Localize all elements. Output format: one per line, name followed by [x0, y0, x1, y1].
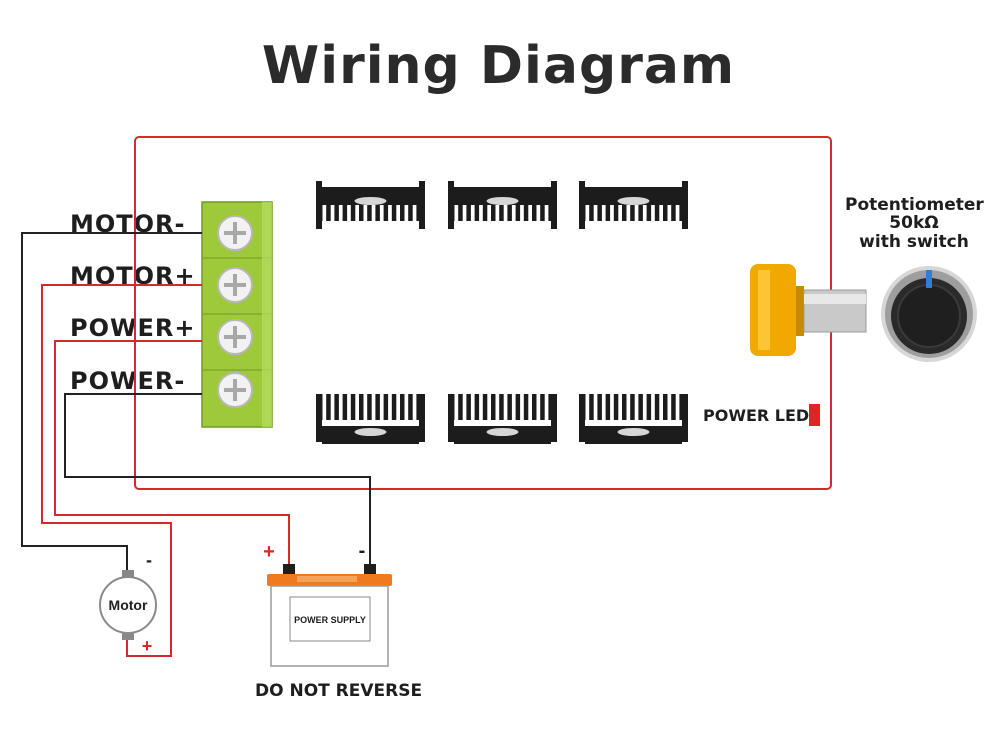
label-power-minus: POWER- — [70, 367, 186, 395]
motor-plus-sign: + — [142, 636, 153, 656]
battery-symbol — [267, 564, 392, 667]
heatsink-top-1 — [316, 181, 425, 229]
power-led-label: POWER LED — [703, 406, 810, 425]
label-power-plus: POWER+ — [70, 314, 196, 342]
do-not-reverse-note: DO NOT REVERSE — [255, 681, 423, 701]
screw-terminal-3 — [217, 319, 253, 355]
heatsink-bottom-3 — [579, 394, 688, 444]
pot-label-line3: with switch — [859, 232, 969, 252]
heatsink-group — [316, 181, 688, 444]
heatsink-top-2 — [448, 181, 557, 229]
heatsink-bottom-1 — [316, 394, 425, 444]
pot-label-line2: 50kΩ — [889, 213, 939, 233]
heatsink-bottom-2 — [448, 394, 557, 444]
battery-plus-sign: + — [263, 541, 275, 563]
heatsink-top-3 — [579, 181, 688, 229]
potentiometer-shaft — [803, 289, 867, 333]
pot-label-line1: Potentiometer — [845, 195, 984, 215]
power-led — [809, 404, 820, 426]
motor-label: Motor — [109, 597, 148, 613]
wire-power-plus — [54, 340, 290, 568]
motor-minus-sign: - — [146, 550, 152, 570]
power-supply-label: POWER SUPPLY — [294, 615, 366, 625]
potentiometer-coupler — [750, 264, 804, 356]
potentiometer-knob — [881, 266, 977, 362]
battery-minus-sign: - — [359, 540, 366, 562]
screw-terminal-1 — [217, 215, 253, 251]
wire-power-minus — [64, 393, 371, 568]
screw-terminal-4 — [217, 372, 253, 408]
diagram-title: Wiring Diagram — [261, 36, 736, 96]
knob-indicator — [926, 270, 932, 288]
screw-terminal-2 — [217, 267, 253, 303]
wire-motor-minus — [21, 232, 202, 572]
motor-symbol — [99, 570, 157, 640]
wire-motor-plus — [41, 284, 202, 657]
